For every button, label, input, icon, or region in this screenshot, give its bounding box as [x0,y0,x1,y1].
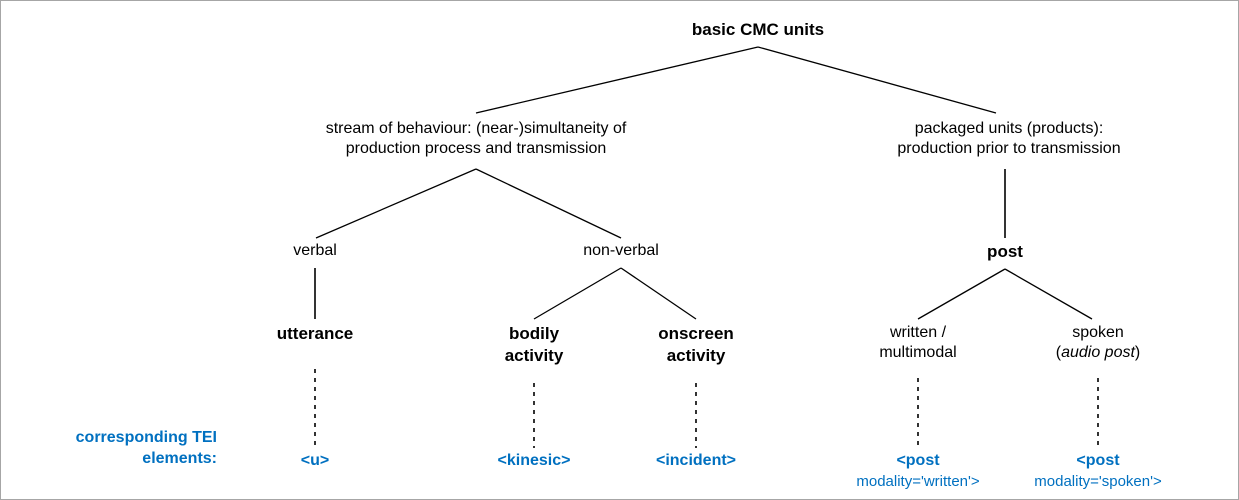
node-label-line2: (audio post) [1056,343,1141,363]
node-utterance: utterance [277,323,354,345]
node-stream-of-behaviour: stream of behaviour: (near-)simultaneity… [326,119,627,160]
tei-element-post-written: <post modality='written'> [856,451,979,491]
node-basic-cmc-units: basic CMC units [692,19,824,41]
tei-element-kinesic: <kinesic> [498,451,571,472]
node-spoken-audio-post: spoken (audio post) [1056,323,1141,364]
node-label-line2: activity [666,345,726,365]
node-non-verbal: non-verbal [583,241,659,261]
node-label: post [987,242,1023,261]
node-label-line1: spoken [1072,324,1124,341]
node-label-line1: onscreen [658,324,734,343]
node-packaged-units: packaged units (products): production pr… [897,119,1120,160]
node-verbal: verbal [293,241,337,261]
node-label: basic CMC units [691,20,825,39]
tei-label-line1: <post [896,452,940,469]
tei-elements-caption: corresponding TEI elements: [21,428,217,470]
node-label-line1: stream of behaviour: (near-)simultaneity… [325,120,627,137]
tei-element-u: <u> [301,451,329,472]
node-label-line2: production process and transmission [345,140,607,158]
paren-open: ( [1055,344,1062,362]
tei-label: <u> [300,452,330,469]
caption-line2: elements: [142,449,217,467]
tei-element-incident: <incident> [656,451,736,472]
tei-label-line2: modality='spoken'> [1034,472,1162,490]
node-label-line1: packaged units (products): [914,120,1104,137]
caption-line1: corresponding TEI [75,429,217,446]
tei-label-line1: <post [1076,452,1120,469]
audio-post-italic: audio post [1061,344,1135,362]
node-label-line2: production prior to transmission [897,140,1121,158]
tei-label: <kinesic> [497,452,571,469]
node-onscreen-activity: onscreen activity [658,323,734,367]
node-written-multimodal: written / multimodal [879,323,956,364]
tei-label: <incident> [655,452,737,469]
node-label: non-verbal [583,242,659,259]
node-label: utterance [276,324,354,343]
tei-element-post-spoken: <post modality='spoken'> [1034,451,1161,491]
node-post: post [987,241,1023,263]
paren-close: ) [1134,344,1141,362]
node-label-line1: written / [889,324,947,341]
node-bodily-activity: bodily activity [505,323,564,367]
node-label-line2: activity [504,345,564,365]
node-label-line2: multimodal [879,344,957,362]
tei-label-line2: modality='written'> [856,472,980,490]
node-label: verbal [293,242,337,259]
node-label-line1: bodily [508,324,560,343]
